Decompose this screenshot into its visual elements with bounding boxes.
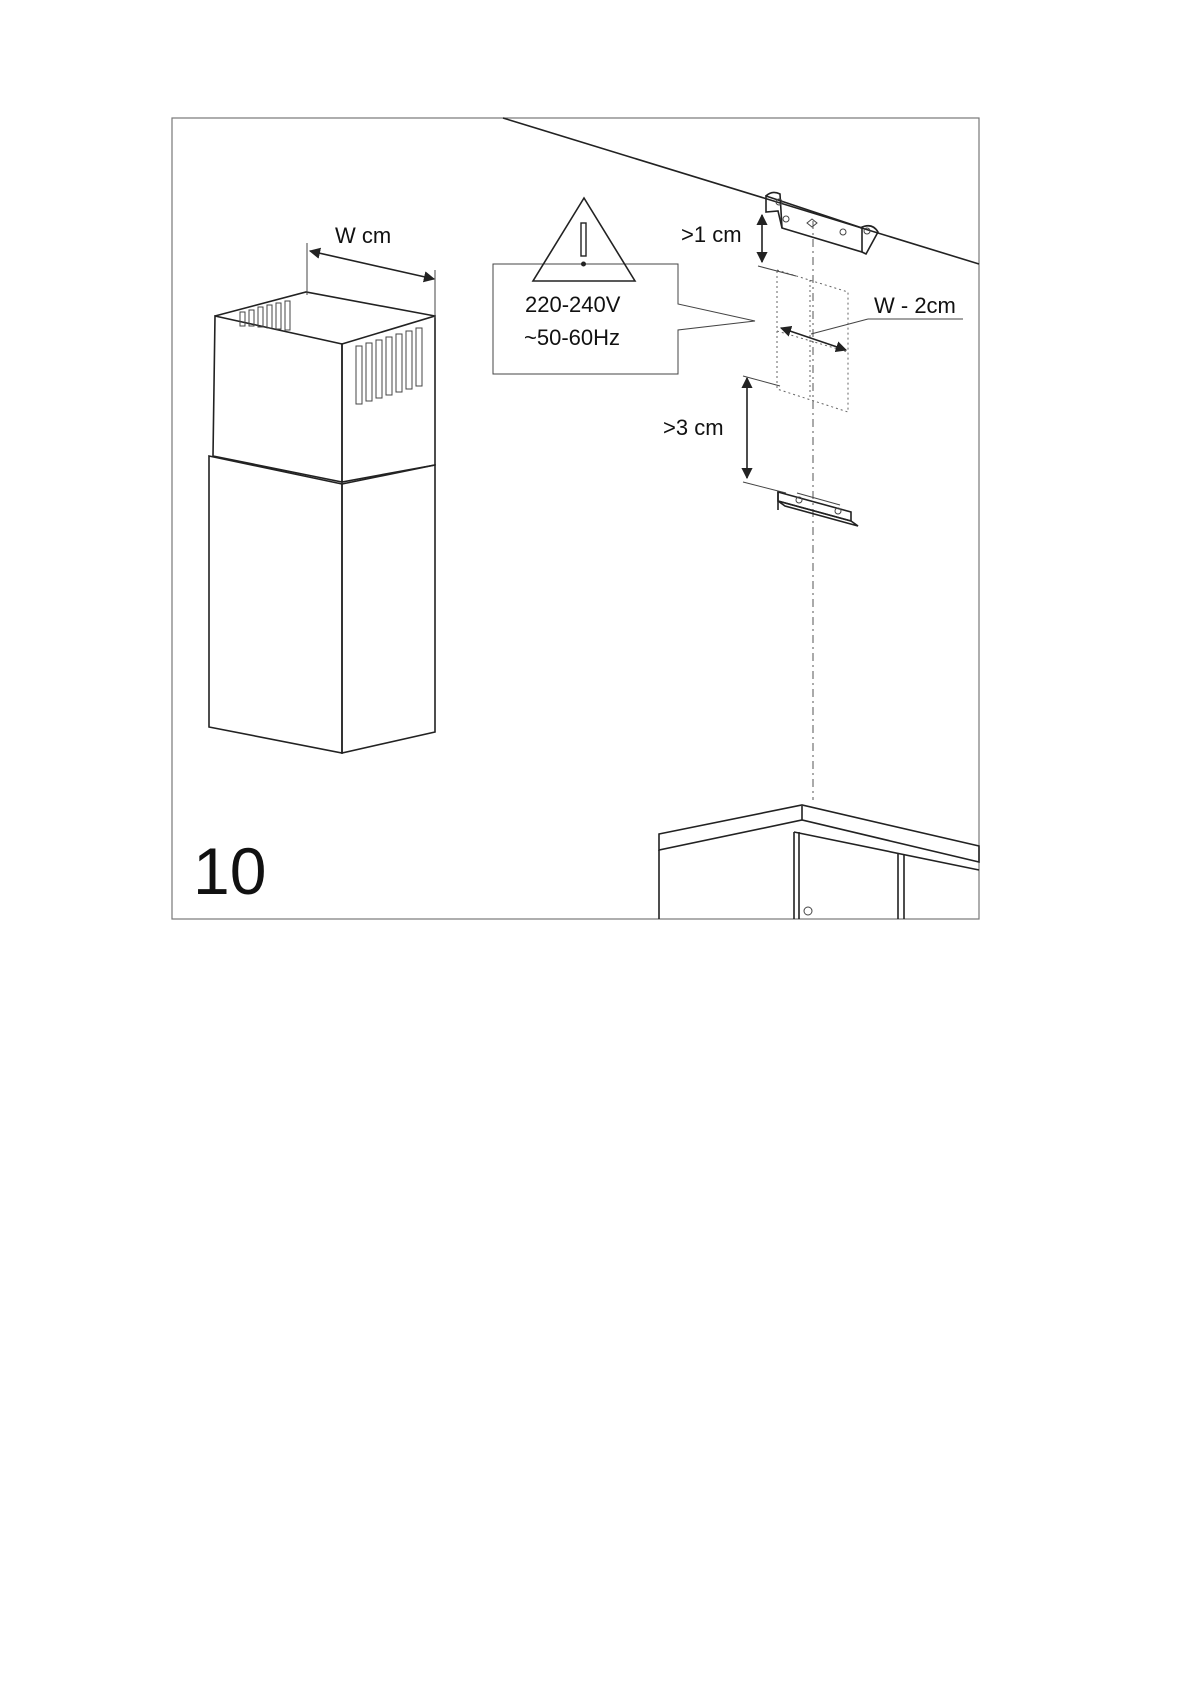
socket-width-label: W - 2cm: [874, 293, 956, 318]
bottom-clearance-label: >3 cm: [663, 415, 724, 440]
figure-frame: [172, 118, 979, 919]
step-number: 10: [193, 834, 266, 908]
chimney-width-label: W cm: [335, 223, 391, 248]
top-clearance-label: >1 cm: [681, 222, 742, 247]
frequency-label: ~50-60Hz: [524, 325, 620, 350]
voltage-label: 220-240V: [525, 292, 621, 317]
